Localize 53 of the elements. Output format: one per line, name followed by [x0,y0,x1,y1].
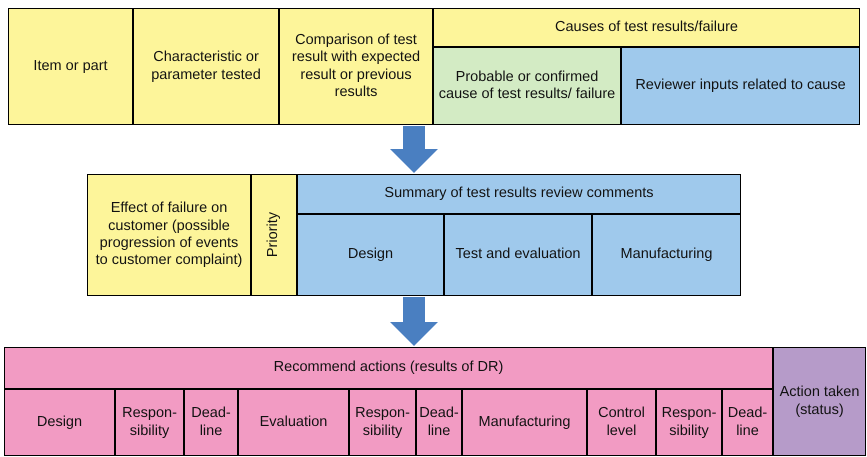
table-cell [462,389,587,456]
table-cell [621,47,860,125]
cell-text: Control level [597,405,646,440]
table-cell [184,389,238,456]
cell-text: Test and evaluation [456,246,580,264]
block-arrow [390,126,438,173]
table-cell [238,389,349,456]
table-frame [4,347,866,456]
table-cell [444,214,592,296]
table-cell [279,8,433,125]
cell-text: Recommend actions (results of DR) [274,359,504,377]
cell-text: Evaluation [260,414,328,432]
cell-text: Causes of test results/failure [555,18,738,36]
table-cell [87,174,251,296]
table-cell [587,389,656,456]
cell-text: Dead- line [419,405,459,440]
block-arrow [390,297,438,346]
cell-text: Dead- line [190,405,232,440]
cell-text: Characteristic or parameter tested [150,49,262,84]
table-frame [87,174,741,296]
table-cell [416,389,462,456]
table-cell [297,174,741,214]
table-cell [433,47,621,125]
cell-text: Priority [265,212,282,258]
cell-text: Manufacturing [620,246,712,264]
cell-text: Reviewer inputs related to cause [635,77,846,95]
table-cell [592,214,741,296]
cell-text: Design [348,246,394,264]
table-cell [251,174,297,296]
cell-text: Design [36,414,82,432]
table-cell [433,8,860,47]
table-cell [4,347,773,389]
cell-text: Probable or confirmed cause of test results/ failure [438,68,616,104]
table-cell [773,347,866,456]
cell-text: Respon- sibility [661,405,717,440]
table-cell [115,389,184,456]
cell-text: Respon- sibility [354,405,411,440]
cell-text: Item or part [33,58,108,76]
table-cell [133,8,279,125]
table-cell [4,389,115,456]
cell-text: Effect of failure on customer (possible progression of events to customer complaint) [94,200,244,270]
table-cell [656,389,722,456]
table-frame [8,8,860,125]
cell-text: Action taken (status) [778,384,860,419]
table-cell [349,389,416,456]
cell-text: Manufacturing [478,414,570,432]
cell-text: Summary of test results review comments [384,185,654,203]
table-cell [297,214,444,296]
cell-text: Comparison of test result with expected result or previous results [290,32,422,102]
table-cell [722,389,773,456]
cell-text: Dead- line [727,405,768,440]
table-cell [8,8,133,125]
cell-text: Respon- sibility [121,405,178,440]
